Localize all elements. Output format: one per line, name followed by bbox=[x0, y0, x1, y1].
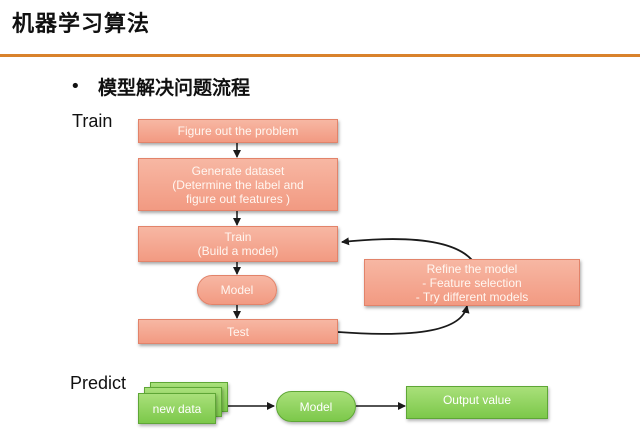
refine-model-box: Refine the model - Feature selection - T… bbox=[364, 259, 580, 306]
step-model: Model bbox=[197, 275, 277, 305]
predict-section-label: Predict bbox=[70, 373, 127, 393]
step-train-line-1: Train bbox=[224, 230, 252, 244]
new-data-box: new data bbox=[138, 393, 216, 424]
refine-model-line-2: - Feature selection bbox=[422, 275, 522, 290]
step-test: Test bbox=[138, 319, 338, 344]
slide-subtitle: 模型解决问题流程 bbox=[98, 77, 251, 99]
refine-model-line-3: - Try different models bbox=[415, 289, 529, 304]
step-figure-out-problem-label: Figure out the problem bbox=[177, 124, 299, 138]
output-value-label: Output value bbox=[442, 393, 512, 407]
step-generate-dataset-line-3: figure out features ) bbox=[185, 191, 291, 206]
new-data-label: new data bbox=[152, 401, 202, 416]
new-data-stack: new data bbox=[138, 382, 230, 426]
step-train-line-2: (Build a model) bbox=[197, 244, 279, 258]
predict-model-label: Model bbox=[299, 399, 333, 414]
step-figure-out-problem: Figure out the problem bbox=[138, 119, 338, 143]
step-test-label: Test bbox=[226, 324, 249, 339]
refine-model-line-1: Refine the model bbox=[426, 261, 518, 276]
step-train: Train (Build a model) bbox=[138, 226, 338, 262]
slide-title: 机器学习算法 bbox=[12, 12, 151, 37]
step-generate-dataset: Generate dataset (Determine the label an… bbox=[138, 158, 338, 211]
predict-model: Model bbox=[276, 391, 356, 422]
step-generate-dataset-line-2: (Determine the label and bbox=[172, 177, 304, 192]
arrow-test-to-refine bbox=[337, 305, 470, 335]
output-value-box: Output value bbox=[406, 386, 548, 419]
title-underline bbox=[0, 54, 640, 57]
bullet-dot: • bbox=[70, 76, 81, 97]
arrow-refine-to-train bbox=[341, 237, 473, 261]
train-section-label: Train bbox=[72, 111, 113, 131]
step-model-label: Model bbox=[220, 283, 254, 297]
step-generate-dataset-line-1: Generate dataset bbox=[191, 163, 285, 178]
